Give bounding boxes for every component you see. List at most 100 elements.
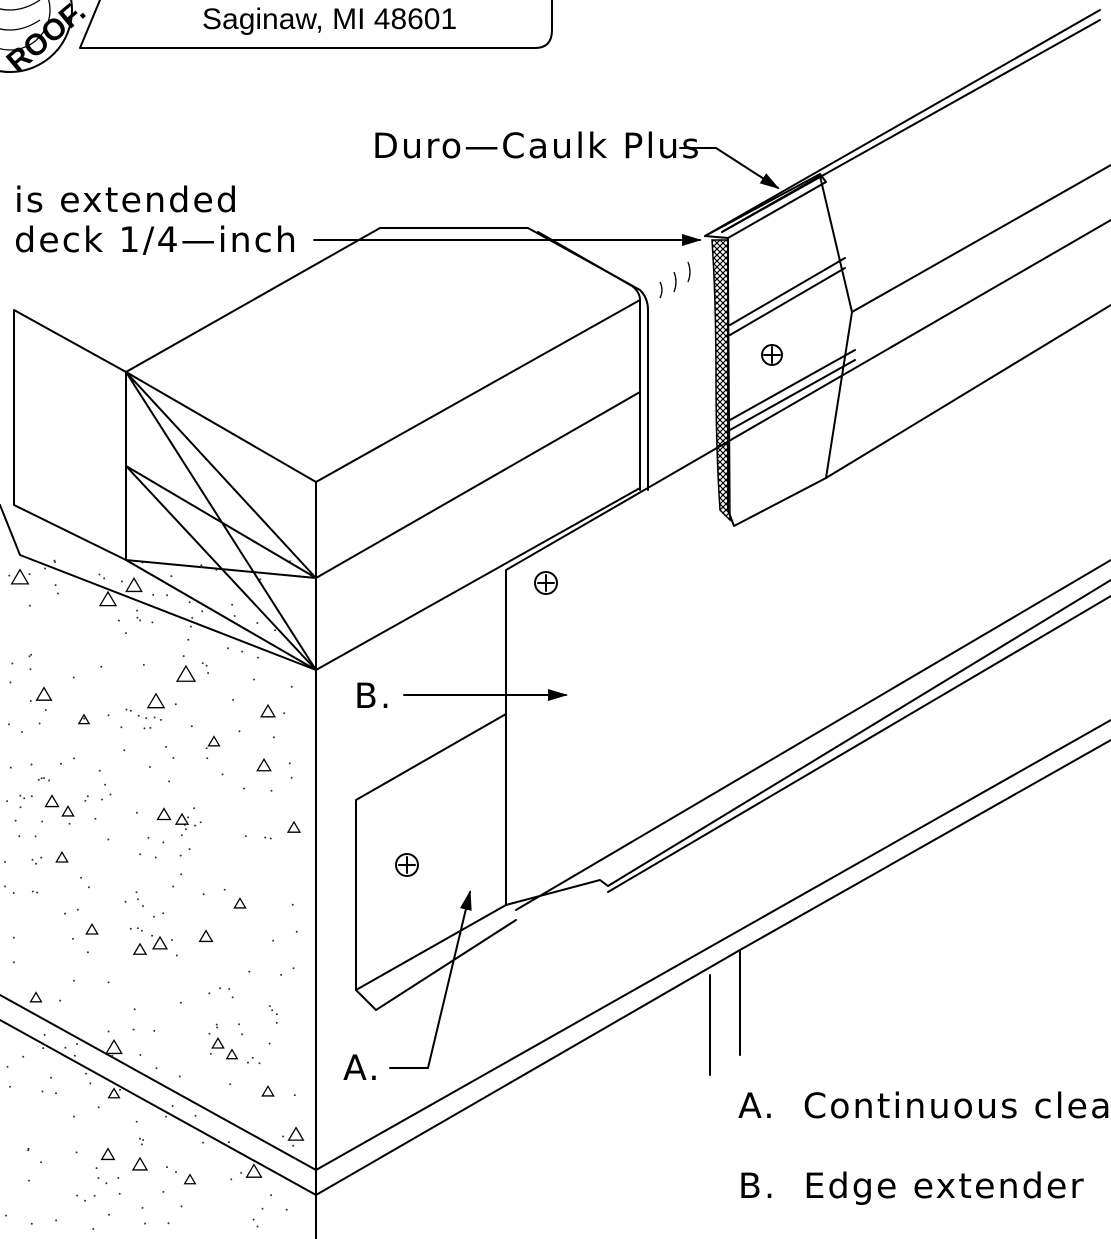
concrete-stipple: [30, 795, 33, 798]
concrete-stipple: [72, 676, 75, 679]
concrete-stipple: [9, 766, 12, 769]
concrete-stipple: [219, 987, 222, 990]
concrete-stipple: [6, 1065, 9, 1068]
concrete-stipple: [282, 1135, 285, 1138]
concrete-stipple: [54, 561, 57, 563]
concrete-stipple: [136, 616, 139, 619]
fascia-profile: [659, 9, 1111, 527]
aggregate-mark: [225, 1048, 239, 1060]
concrete-stipple: [109, 793, 112, 796]
concrete-stipple: [107, 714, 110, 717]
aggregate-mark: [183, 1173, 197, 1185]
concrete-stipple: [132, 1028, 135, 1031]
concrete-stipple: [240, 1171, 243, 1174]
concrete-stipple: [179, 854, 182, 857]
concrete-stipple: [14, 819, 17, 822]
concrete-stipple: [97, 1106, 100, 1109]
concrete-stipple: [125, 708, 128, 711]
concrete-stipple: [139, 853, 142, 856]
concrete-stipple: [149, 726, 152, 729]
aggregate-mark: [211, 1037, 225, 1049]
concrete-stipple: [272, 939, 275, 942]
concrete-stipple: [252, 1218, 255, 1221]
concrete-stipple: [93, 1194, 96, 1197]
concrete-stipple: [172, 885, 175, 888]
concrete-stipple: [86, 795, 89, 798]
concrete-stipple: [270, 789, 273, 792]
concrete-stipple: [200, 564, 203, 567]
concrete-stipple: [253, 678, 256, 681]
concrete-stipple: [143, 727, 146, 730]
concrete-stipple: [187, 816, 190, 819]
concrete-stipple: [293, 1094, 296, 1097]
concrete-stipple: [94, 817, 97, 820]
concrete-stipple: [162, 1190, 165, 1193]
concrete-stipple: [107, 1030, 110, 1033]
concrete-stipple: [9, 681, 12, 684]
concrete-stipple: [123, 749, 126, 752]
concrete-stipple: [171, 1105, 174, 1107]
concrete-stipple: [288, 762, 291, 765]
concrete-stipple: [44, 567, 47, 570]
concrete-stipple: [170, 575, 173, 578]
concrete-stipple: [258, 1062, 261, 1065]
concrete-stipple: [165, 745, 167, 748]
concrete-stipple: [294, 1157, 297, 1160]
concrete-stipple: [280, 973, 283, 976]
concrete-stipple: [30, 1222, 33, 1225]
address-box: Saginaw, MI 48601: [79, 0, 553, 49]
continuous-cleat: [355, 713, 517, 1011]
concrete-stipple: [84, 799, 87, 802]
concrete-stipple: [270, 1194, 273, 1197]
concrete-stipple: [221, 773, 224, 776]
concrete-stipple: [120, 726, 123, 729]
concrete-stipple: [64, 1046, 67, 1049]
aggregate-mark: [125, 576, 143, 593]
concrete-stipple: [147, 836, 150, 839]
concrete-stipple: [31, 890, 34, 893]
concrete-stipple: [34, 835, 37, 838]
concrete-stipple: [232, 698, 235, 701]
concrete-stipple: [27, 1149, 30, 1152]
concrete-stipple: [59, 762, 62, 765]
concrete-stipple: [55, 1219, 58, 1222]
concrete-stipple: [121, 580, 123, 583]
logo-text: ROOF.: [1, 0, 92, 79]
concrete-stipple: [118, 1192, 121, 1195]
concrete-stipple: [8, 723, 10, 726]
aggregate-mark: [98, 590, 118, 607]
concrete-stipple: [274, 629, 277, 632]
concrete-stipple: [59, 999, 62, 1002]
concrete-stipple: [228, 988, 231, 990]
concrete-stipple: [223, 888, 226, 891]
fascia-fastener-icon: [761, 344, 783, 366]
concrete-stipple: [21, 731, 23, 733]
concrete-stipple: [29, 700, 32, 702]
concrete-stipple: [256, 622, 259, 624]
aggregate-mark: [61, 805, 75, 817]
aggregate-mark: [287, 1126, 305, 1141]
concrete-stipple: [38, 722, 41, 725]
concrete-stipple: [18, 835, 21, 838]
concrete-stipple: [103, 577, 106, 580]
concrete-stipple: [257, 656, 259, 659]
concrete-stipple: [87, 886, 90, 889]
concrete-stipple: [37, 778, 40, 781]
concrete-wall: [0, 504, 317, 1239]
concrete-stipple: [80, 876, 83, 879]
concrete-stipple: [135, 811, 138, 814]
aggregate-mark: [131, 1156, 149, 1171]
concrete-stipple: [201, 662, 204, 665]
concrete-stipple: [107, 838, 110, 841]
aggregate-mark: [55, 851, 69, 863]
concrete-stipple: [188, 601, 191, 604]
concrete-stipple: [83, 717, 86, 720]
aggregate-mark: [132, 942, 148, 955]
concrete-stipple: [166, 594, 169, 597]
concrete-stipple: [76, 1194, 79, 1197]
concrete-stipple: [268, 1005, 271, 1008]
concrete-stipple: [180, 873, 183, 876]
concrete-stipple: [40, 1161, 43, 1164]
concrete-stipple: [28, 573, 31, 576]
concrete-stipple: [179, 1001, 182, 1004]
